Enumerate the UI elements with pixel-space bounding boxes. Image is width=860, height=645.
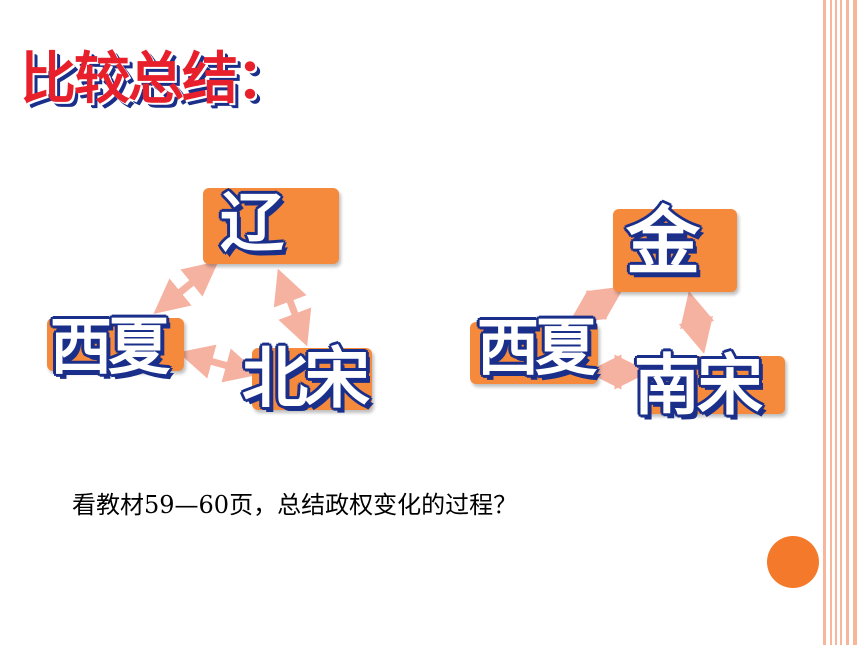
state-label-xixia-2: 西夏 — [477, 311, 597, 384]
state-box-xixia-2 — [470, 322, 598, 384]
orange-circle-decoration — [767, 536, 819, 588]
arrow-liao-xixia — [153, 260, 219, 315]
border-line — [853, 0, 857, 645]
arrow-jin-xixia — [568, 286, 625, 324]
arrow-jin-nansong — [678, 290, 715, 355]
border-line — [846, 0, 849, 645]
border-line — [823, 0, 826, 645]
state-box-xixia — [47, 318, 184, 371]
state-label-liao: 辽 — [220, 187, 284, 261]
state-label-xixia: 西夏 — [50, 310, 170, 383]
border-line — [835, 0, 837, 645]
arrow-liao-beisong — [273, 268, 312, 347]
border-line — [840, 0, 842, 645]
arrow-xixia-beisong — [178, 344, 260, 383]
question-text: 看教材59—60页，总结政权变化的过程？ — [72, 491, 518, 519]
state-label-beisong: 北宋 — [242, 340, 370, 417]
state-label-nansong: 南宋 — [634, 347, 763, 424]
state-box-liao — [203, 188, 339, 264]
slide-title: 比较总结： — [20, 47, 292, 112]
state-box-jin — [613, 209, 737, 292]
state-box-beisong — [252, 348, 372, 410]
border-line — [830, 0, 832, 645]
state-box-nansong — [640, 356, 785, 414]
state-label-jin: 金 — [626, 199, 700, 285]
